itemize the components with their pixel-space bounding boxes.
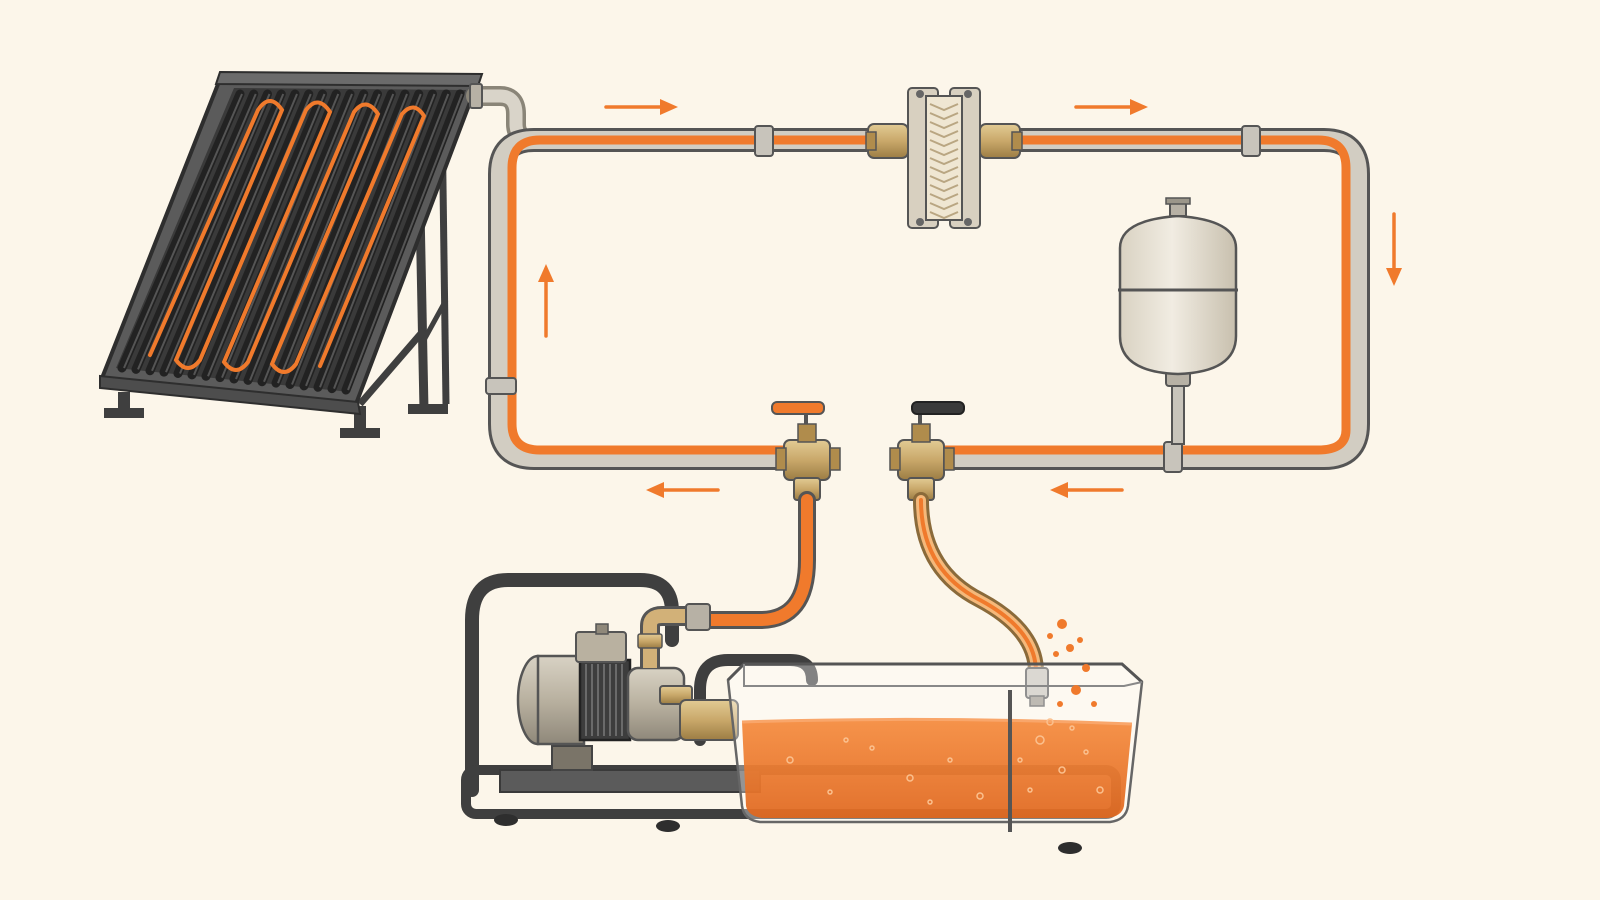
- flow-arrow-right-side: [1386, 212, 1402, 286]
- absorber-tube: [159, 89, 286, 377]
- absorber-tube: [117, 89, 245, 373]
- plate-chevron: [929, 103, 959, 112]
- bubble: [1096, 786, 1104, 794]
- bubble: [869, 745, 875, 751]
- motor-cooling-fins: [585, 664, 623, 736]
- absorber-tube: [173, 89, 300, 378]
- absorber-tube-highlight: [165, 93, 285, 373]
- absorber-tube: [327, 89, 451, 394]
- plate-chevron: [929, 139, 959, 148]
- fluid-tank: [726, 619, 1144, 832]
- absorber-tube: [341, 89, 465, 395]
- heat-exchanger: [865, 87, 1023, 229]
- flow-arrow-head: [1130, 99, 1148, 115]
- absorber-tube-highlight: [305, 93, 422, 387]
- plate-chevron: [929, 166, 959, 175]
- absorber-tube-highlight: [123, 93, 243, 369]
- absorber-tube: [257, 89, 382, 387]
- plate-chevron: [929, 175, 959, 184]
- return-valve: [889, 401, 965, 501]
- splash-droplet: [1053, 651, 1059, 657]
- plate-chevron: [929, 184, 959, 193]
- bubble: [927, 799, 933, 805]
- heat-exchanger-plates: [929, 103, 959, 220]
- absorber-tube-highlight: [249, 93, 367, 381]
- bubble: [947, 757, 953, 763]
- absorber-tube-highlight: [333, 93, 450, 389]
- plate-chevron: [929, 112, 959, 121]
- return-hose: [913, 492, 1044, 680]
- absorber-tube-highlight: [179, 93, 298, 374]
- absorber-tube-highlight: [277, 93, 395, 384]
- supply-valve: [771, 401, 841, 501]
- absorber-tube-highlight: [347, 93, 463, 391]
- bubble: [1027, 787, 1033, 793]
- absorber-tube-highlight: [235, 93, 353, 380]
- flow-arrow-bottom-right: [1050, 482, 1124, 498]
- solar-collector: [99, 70, 484, 438]
- plate-chevron: [929, 211, 959, 220]
- splash-droplet: [1082, 664, 1090, 672]
- absorber-tube: [201, 89, 327, 381]
- plate-chevron: [929, 202, 959, 211]
- supply-valve-handle[interactable]: [771, 401, 825, 415]
- flow-arrow-left-side: [538, 264, 554, 338]
- absorber-tube: [131, 89, 259, 374]
- return-splash: [1047, 619, 1097, 707]
- return-valve-handle[interactable]: [911, 401, 965, 415]
- hoses: [691, 491, 1049, 707]
- bubble: [1058, 766, 1066, 774]
- splash-droplet: [1047, 633, 1053, 639]
- flow-arrow-top-right: [1074, 99, 1148, 115]
- splash-droplet: [1066, 644, 1074, 652]
- absorber-tube: [243, 89, 369, 385]
- plate-chevron: [929, 193, 959, 202]
- tank-fluid: [742, 719, 1132, 818]
- bubble: [827, 789, 833, 795]
- flow-arrow-head: [660, 99, 678, 115]
- plate-chevron: [929, 121, 959, 130]
- bubble: [1017, 757, 1023, 763]
- bubble: [1035, 735, 1045, 745]
- splash-droplet: [1071, 685, 1081, 695]
- plate-chevron: [929, 130, 959, 139]
- flow-arrow-head: [538, 264, 554, 282]
- bubble: [1083, 749, 1089, 755]
- expansion-tank: [1118, 197, 1238, 445]
- absorber-tube-highlight: [151, 93, 271, 372]
- absorber-tube: [229, 89, 355, 384]
- collector-fluid-coil: [148, 99, 427, 374]
- plate-chevron: [929, 148, 959, 157]
- bubble: [843, 737, 849, 743]
- flow-arrow-top-left: [604, 99, 678, 115]
- pipe-couplings: [485, 125, 1261, 473]
- absorber-tube-highlight: [137, 93, 257, 370]
- flow-arrow-bottom-left: [646, 482, 720, 498]
- flow-arrow-head: [1386, 268, 1402, 286]
- loop-pipe: [466, 83, 1370, 473]
- bubble: [786, 756, 794, 764]
- absorber-tube: [271, 89, 396, 388]
- bubble: [906, 774, 914, 782]
- flow-arrow-head: [1050, 482, 1068, 498]
- splash-droplet: [1091, 701, 1097, 707]
- splash-droplet: [1077, 637, 1083, 643]
- fluid-bubbles: [786, 718, 1104, 805]
- pump-frame: [465, 573, 679, 797]
- flow-arrow-head: [646, 482, 664, 498]
- bubble: [1069, 725, 1075, 731]
- bubble: [976, 792, 984, 800]
- absorber-tube: [145, 89, 272, 376]
- absorber-tube: [299, 89, 424, 391]
- flow-arrows: [538, 99, 1402, 498]
- absorber-tube-highlight: [207, 93, 326, 377]
- absorber-tube-highlight: [319, 93, 436, 388]
- splash-droplet: [1057, 701, 1063, 707]
- plate-chevron: [929, 157, 959, 166]
- bubble: [1046, 718, 1054, 726]
- splash-droplet: [1057, 619, 1067, 629]
